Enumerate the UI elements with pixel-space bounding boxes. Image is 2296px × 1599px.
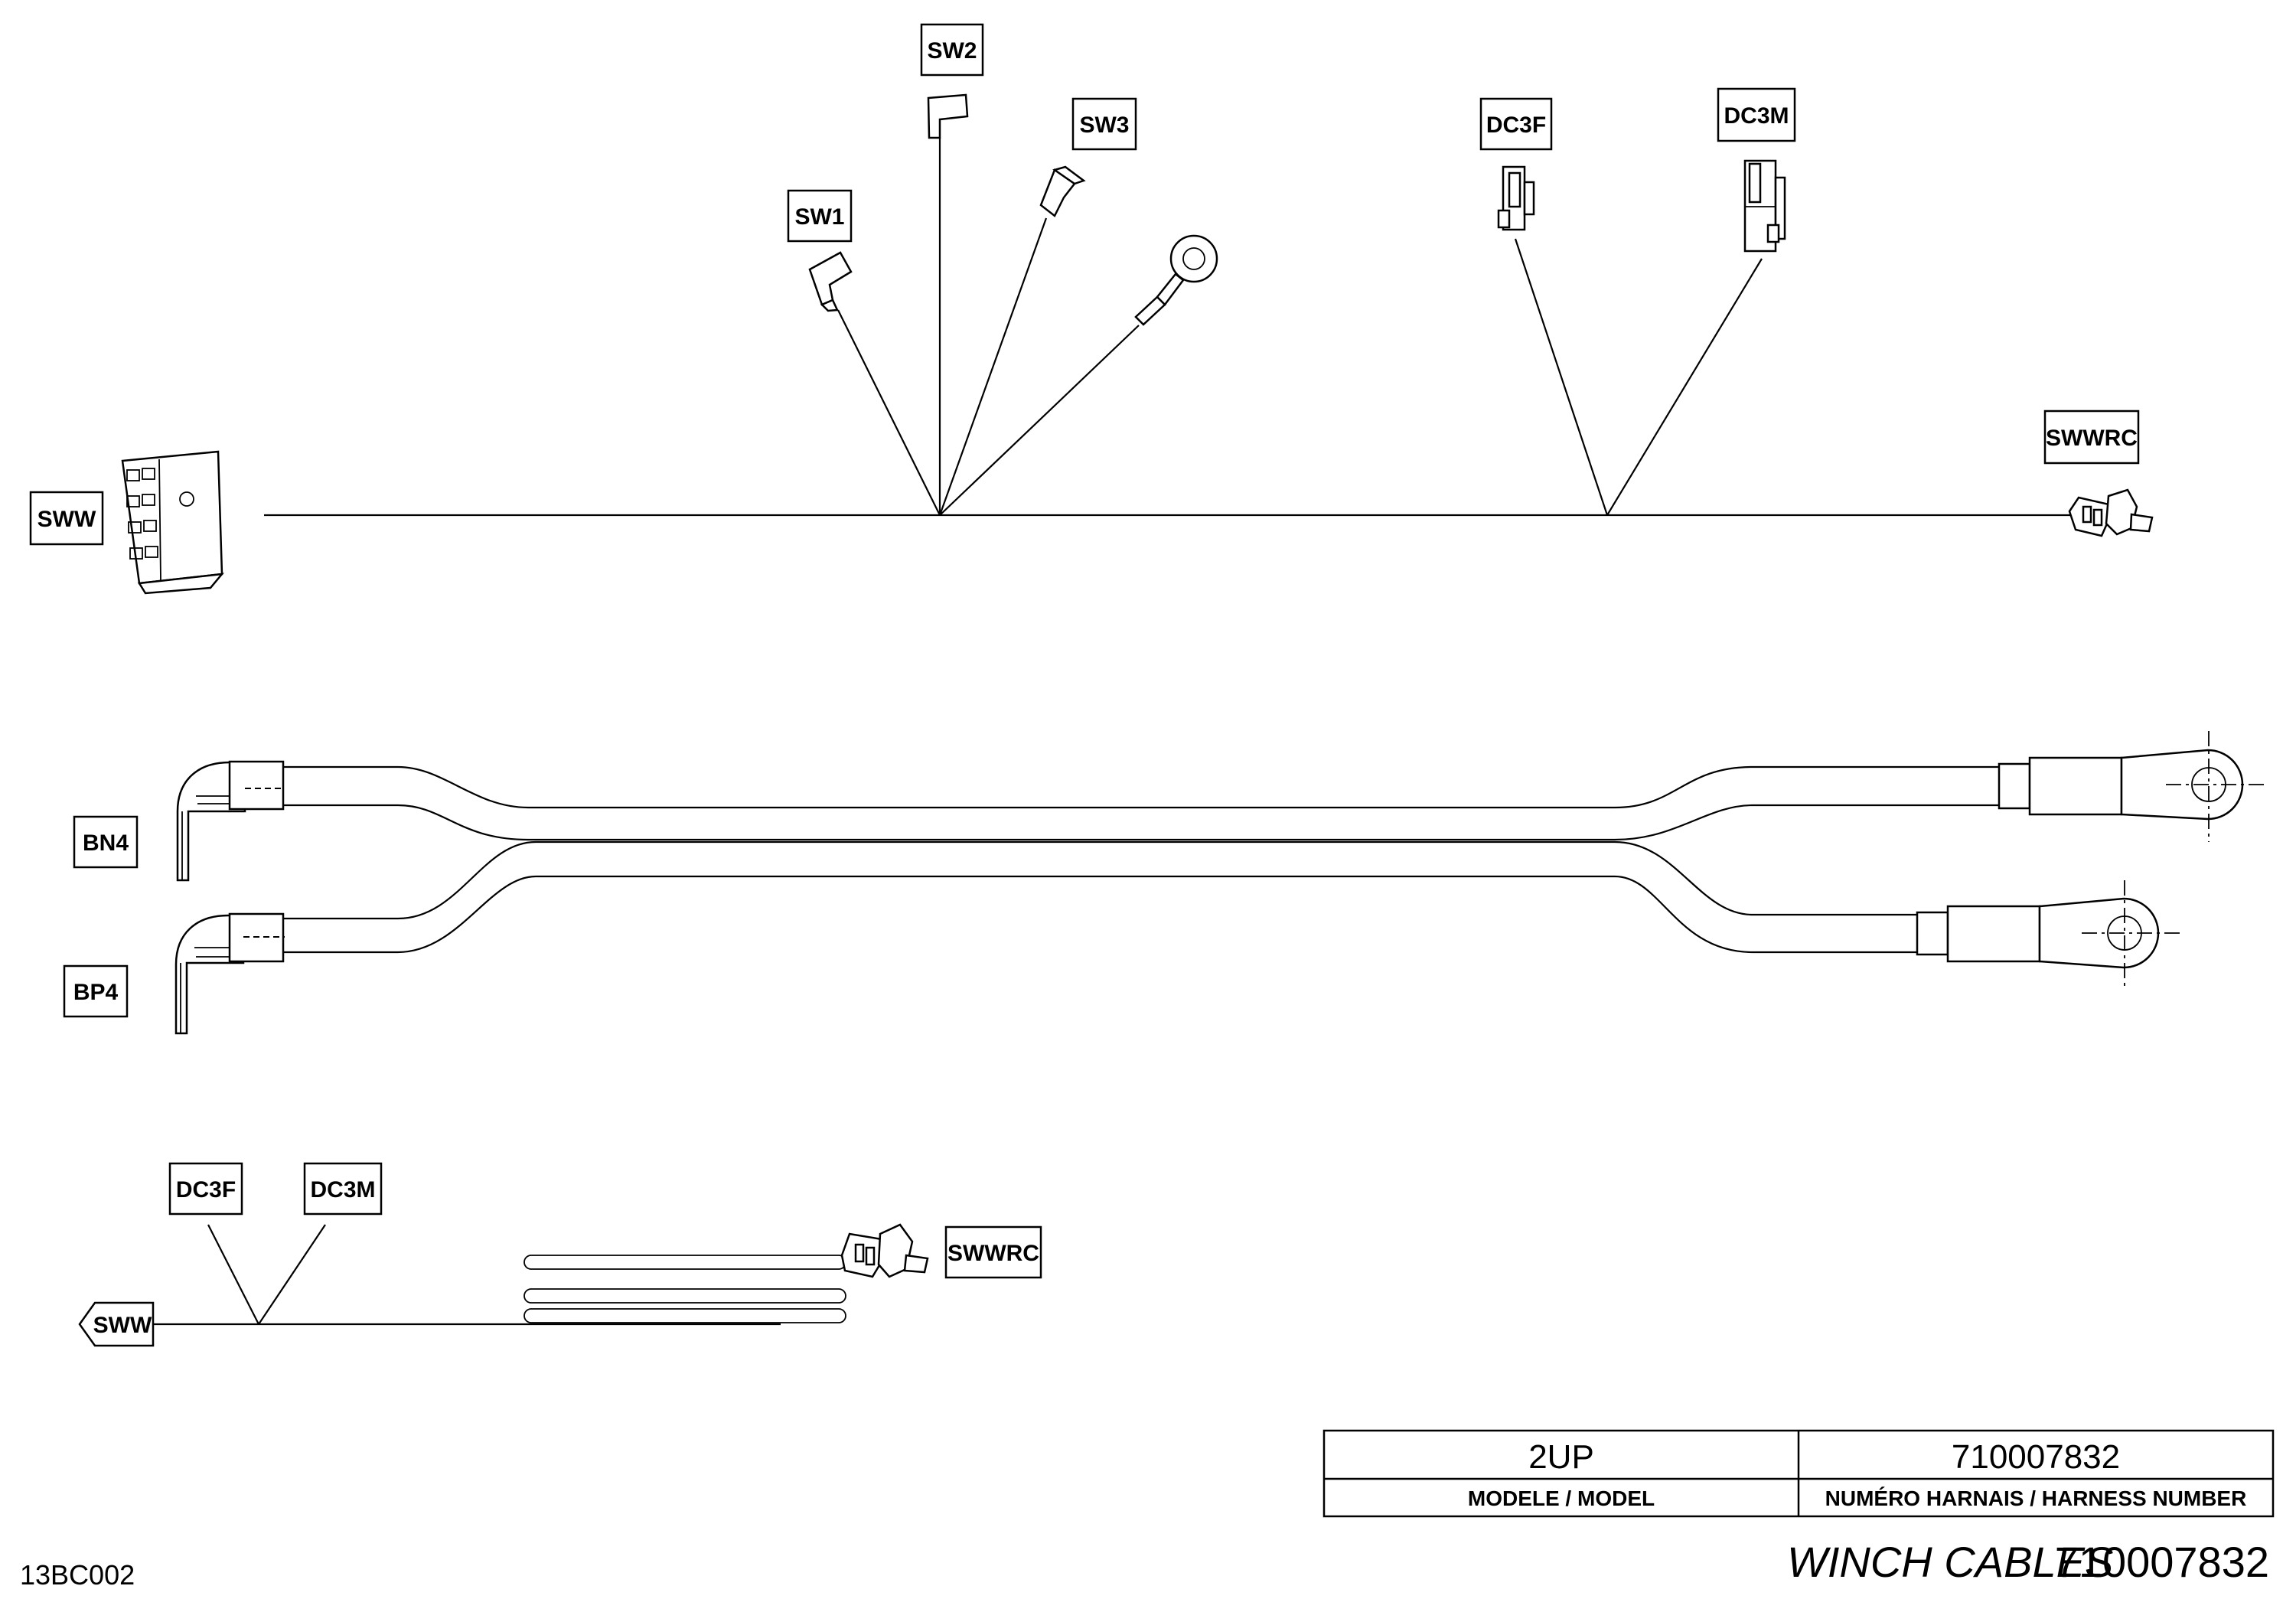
sw3-terminal <box>1039 165 1086 217</box>
label-sw3: SW3 <box>1079 113 1129 138</box>
model-header: MODELE / MODEL <box>1468 1486 1655 1510</box>
ring-terminal <box>1134 234 1218 326</box>
label-dc3f-top: DC3F <box>1486 113 1546 138</box>
label-sw1: SW1 <box>794 204 844 230</box>
label-swwrc-bottom: SWWRC <box>947 1241 1039 1266</box>
title-table: 2UP 710007832 MODELE / MODEL NUMÉRO HARN… <box>1322 1429 2275 1518</box>
label-bp4: BP4 <box>73 980 119 1005</box>
footer-part-number: 710007832 <box>2055 1538 2269 1586</box>
footer: 13BC002 WINCH CABLES 710007832 <box>20 1538 2269 1591</box>
sw2-terminal <box>927 93 969 139</box>
lower-ring-terminal <box>1916 880 2181 987</box>
label-boxes <box>29 23 2140 1347</box>
label-sww-bottom: SWW <box>93 1313 152 1338</box>
top-harness <box>121 93 2154 595</box>
bp4-lug <box>174 912 285 1035</box>
bottom-harness <box>153 1223 929 1326</box>
sw1-terminal <box>808 251 853 312</box>
drawing-id: 13BC002 <box>20 1559 135 1591</box>
harness-number-header: NUMÉRO HARNAIS / HARNESS NUMBER <box>1825 1486 2247 1510</box>
swwrc-connector-bottom <box>840 1223 929 1278</box>
upper-ring-terminal <box>1998 731 2265 842</box>
label-dc3m-bottom: DC3M <box>310 1177 375 1203</box>
dc3f-connector-top <box>1497 165 1535 231</box>
swwrc-connector-top <box>2068 488 2154 537</box>
label-dc3m-top: DC3M <box>1724 103 1789 129</box>
sww-connector-top <box>121 450 224 595</box>
battery-cables <box>174 731 2265 1035</box>
label-texts: SW2 SW3 SW1 DC3F DC3M SWW SWWRC BN4 BP4 … <box>38 38 2138 1338</box>
label-swwrc-top: SWWRC <box>2046 426 2138 451</box>
bn4-lug <box>176 760 285 882</box>
label-bn4: BN4 <box>83 831 129 856</box>
model-value: 2UP <box>1528 1438 1594 1476</box>
label-sw2: SW2 <box>927 38 977 64</box>
drawing-title: WINCH CABLES <box>1787 1538 2113 1586</box>
label-dc3f-bottom: DC3F <box>176 1177 236 1203</box>
label-sww-top: SWW <box>38 507 96 532</box>
harness-number-value: 710007832 <box>1952 1438 2120 1476</box>
dc3m-connector-top <box>1743 159 1786 253</box>
